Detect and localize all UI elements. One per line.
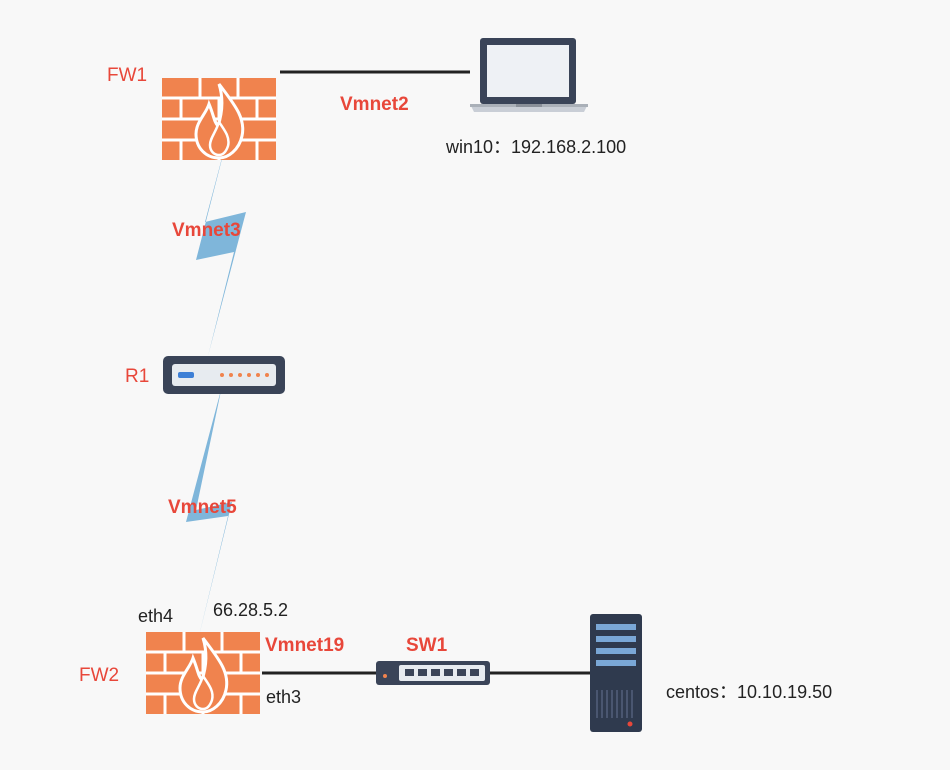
fw1-firewall-icon — [162, 78, 276, 160]
vmnet3-label: Vmnet3 — [172, 220, 241, 241]
vmnet2-label: Vmnet2 — [340, 94, 409, 115]
vmnet5-label: Vmnet5 — [168, 497, 237, 518]
laptop-icon — [470, 38, 588, 112]
win10-label: win10：192.168.2.100 — [446, 137, 627, 157]
fw2-label: FW2 — [79, 665, 120, 686]
fw1-label: FW1 — [107, 65, 148, 86]
eth4-ip-label: 66.28.5.2 — [213, 600, 289, 620]
sw1-label: SW1 — [406, 635, 448, 656]
router-icon — [163, 356, 285, 394]
fw2-firewall-icon — [146, 632, 260, 714]
centos-label: centos：10.10.19.50 — [666, 682, 833, 702]
server-icon — [590, 614, 642, 732]
vmnet19-label: Vmnet19 — [265, 635, 345, 656]
switch-icon — [376, 661, 490, 685]
r1-label: R1 — [125, 366, 150, 387]
eth3-label: eth3 — [266, 687, 302, 707]
eth4-label: eth4 — [138, 606, 174, 626]
wan-link-vmnet3-icon — [196, 120, 246, 356]
wan-link-vmnet5-icon — [186, 386, 232, 640]
